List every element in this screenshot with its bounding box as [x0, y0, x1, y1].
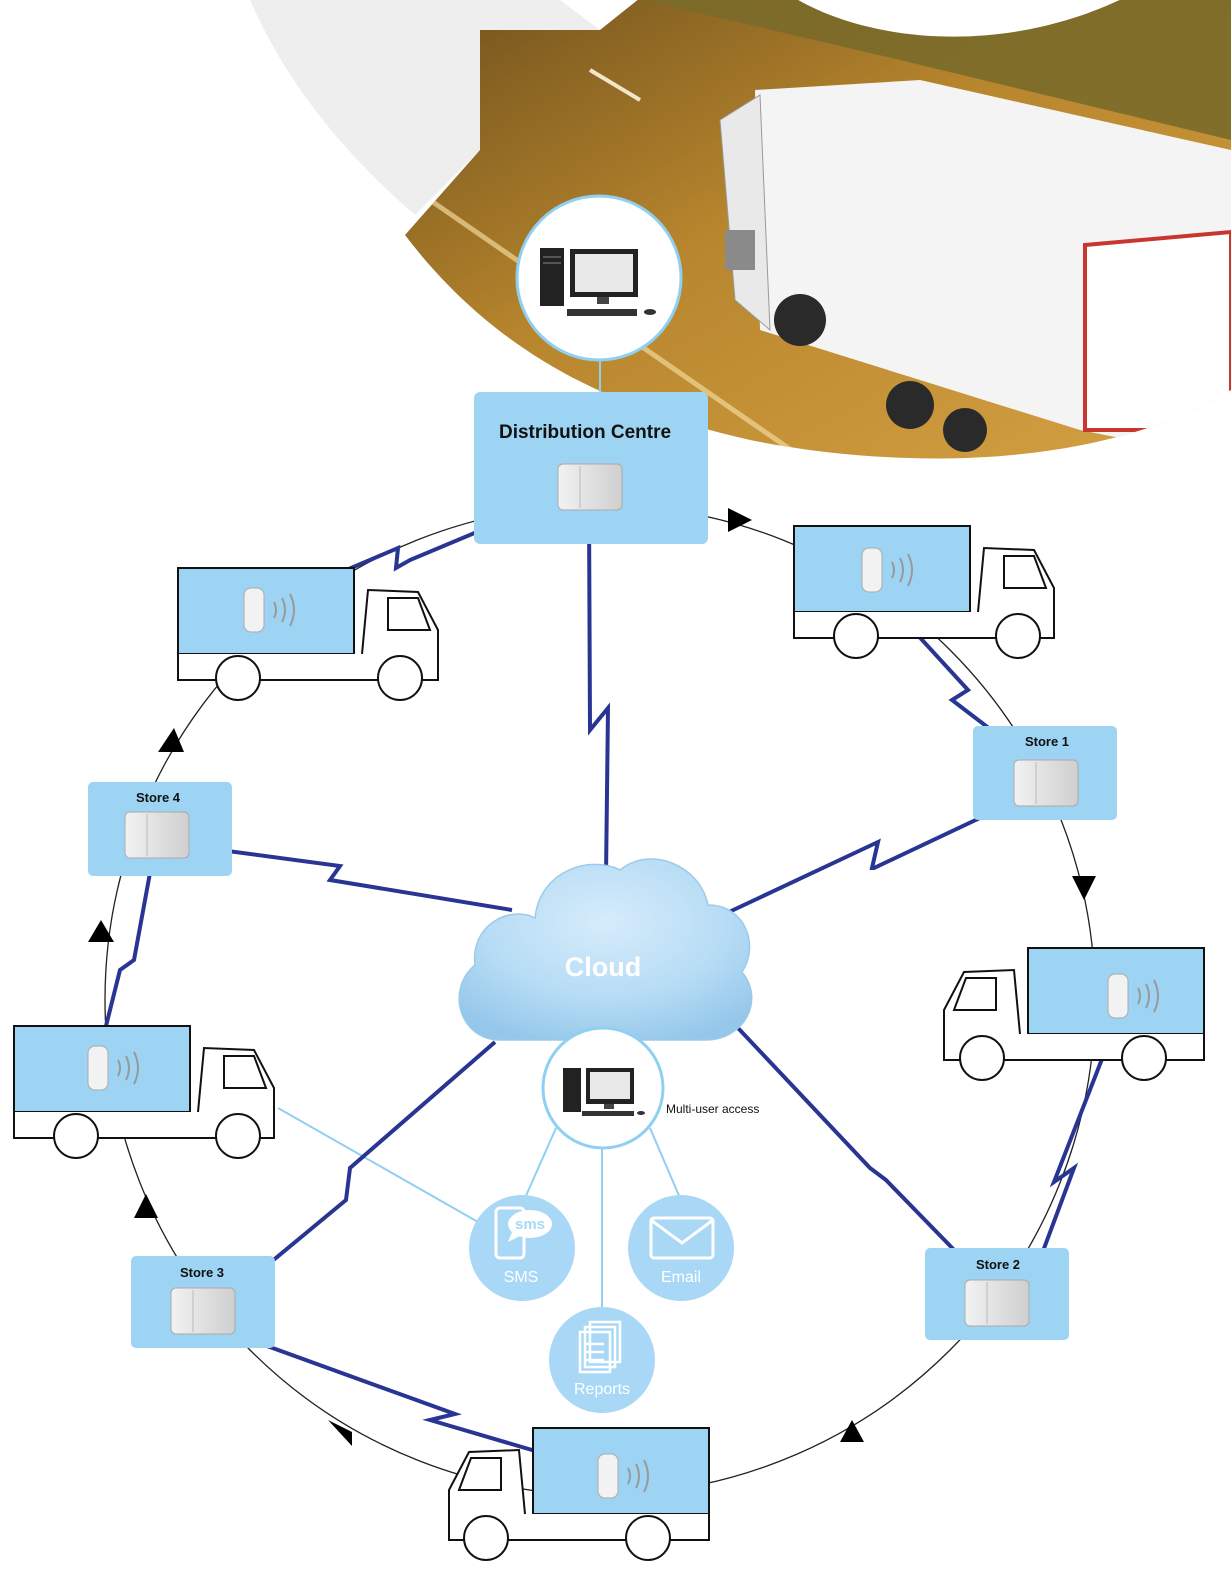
truck-top-right	[793, 525, 1055, 659]
link-store4-truck-left	[98, 861, 154, 1051]
link-store1-cloud	[711, 798, 1019, 922]
store-2-label: Store 2	[976, 1257, 1020, 1272]
store-3-node: Store 3	[131, 1256, 275, 1348]
sensor-tag-icon	[243, 587, 295, 633]
cycle-arrow	[840, 1420, 864, 1442]
documents-icon	[578, 1320, 622, 1374]
cloud-node: Cloud	[458, 858, 753, 1041]
computer-icon	[563, 1068, 645, 1116]
email-label: Email	[661, 1269, 701, 1286]
cycle-arrow	[158, 728, 184, 752]
data-logger-icon	[170, 1287, 236, 1335]
multi-user-pc-circle	[541, 1026, 665, 1150]
email-service: Email	[628, 1195, 734, 1301]
data-logger-icon	[1013, 759, 1079, 807]
grass-verge	[600, 0, 1231, 140]
truck-top-left	[177, 567, 439, 701]
reports-label: Reports	[574, 1381, 630, 1398]
sensor-tag-icon	[1107, 973, 1159, 1019]
link-cloud-store3	[228, 1040, 497, 1298]
store-2-node: Store 2	[925, 1248, 1069, 1340]
computer-icon	[540, 248, 656, 316]
service-connectors	[277, 1107, 681, 1310]
top-white-arc	[798, 0, 1120, 37]
link-cloud-store2	[736, 1026, 962, 1258]
pc-circle-top	[515, 194, 683, 362]
cycle-arrow	[1072, 876, 1096, 900]
envelope-icon	[649, 1216, 715, 1260]
sensor-tag-icon	[597, 1453, 649, 1499]
truck-right	[943, 947, 1205, 1081]
header-photo	[250, 0, 1231, 459]
data-logger-icon	[964, 1279, 1030, 1327]
phone-sms-icon: sms	[494, 1206, 552, 1260]
data-logger-icon	[557, 463, 623, 511]
data-logger-icon	[124, 811, 190, 859]
road-marking	[588, 68, 642, 102]
distribution-centre-label: Distribution Centre	[499, 422, 671, 443]
truck-photo	[719, 80, 1231, 459]
distribution-centre-node: Distribution Centre	[474, 392, 708, 544]
store-3-label: Store 3	[180, 1265, 224, 1280]
link-store3-truck-bottom	[233, 1332, 601, 1472]
faded-paper-backdrop	[250, 0, 600, 215]
sms-badge-label: sms	[515, 1216, 545, 1233]
store-1-node: Store 1	[973, 726, 1117, 820]
store-4-node: Store 4	[88, 782, 232, 876]
cycle-arrows	[88, 508, 1096, 1446]
sensor-tag-icon	[87, 1045, 139, 1091]
cycle-arrow	[328, 1420, 352, 1446]
link-store4-cloud	[189, 844, 513, 912]
cycle-arrow	[88, 920, 114, 942]
cycle-arrow	[134, 1194, 158, 1218]
truck-left	[13, 1025, 275, 1159]
store-1-label: Store 1	[1025, 734, 1069, 749]
link-dc-cloud	[587, 509, 611, 877]
link-truck-right-store2	[1028, 1017, 1120, 1287]
reports-service: Reports	[549, 1307, 655, 1413]
store-4-label: Store 4	[136, 790, 181, 805]
sms-label: SMS	[504, 1269, 539, 1286]
sensor-tag-icon	[861, 547, 913, 593]
cycle-arrow	[728, 508, 752, 532]
sms-service: sms SMS	[469, 1195, 575, 1301]
cloud-icon	[458, 858, 753, 1041]
multi-user-access-label: Multi-user access	[666, 1102, 759, 1116]
cloud-label: Cloud	[565, 952, 641, 982]
truck-bottom	[448, 1427, 710, 1561]
